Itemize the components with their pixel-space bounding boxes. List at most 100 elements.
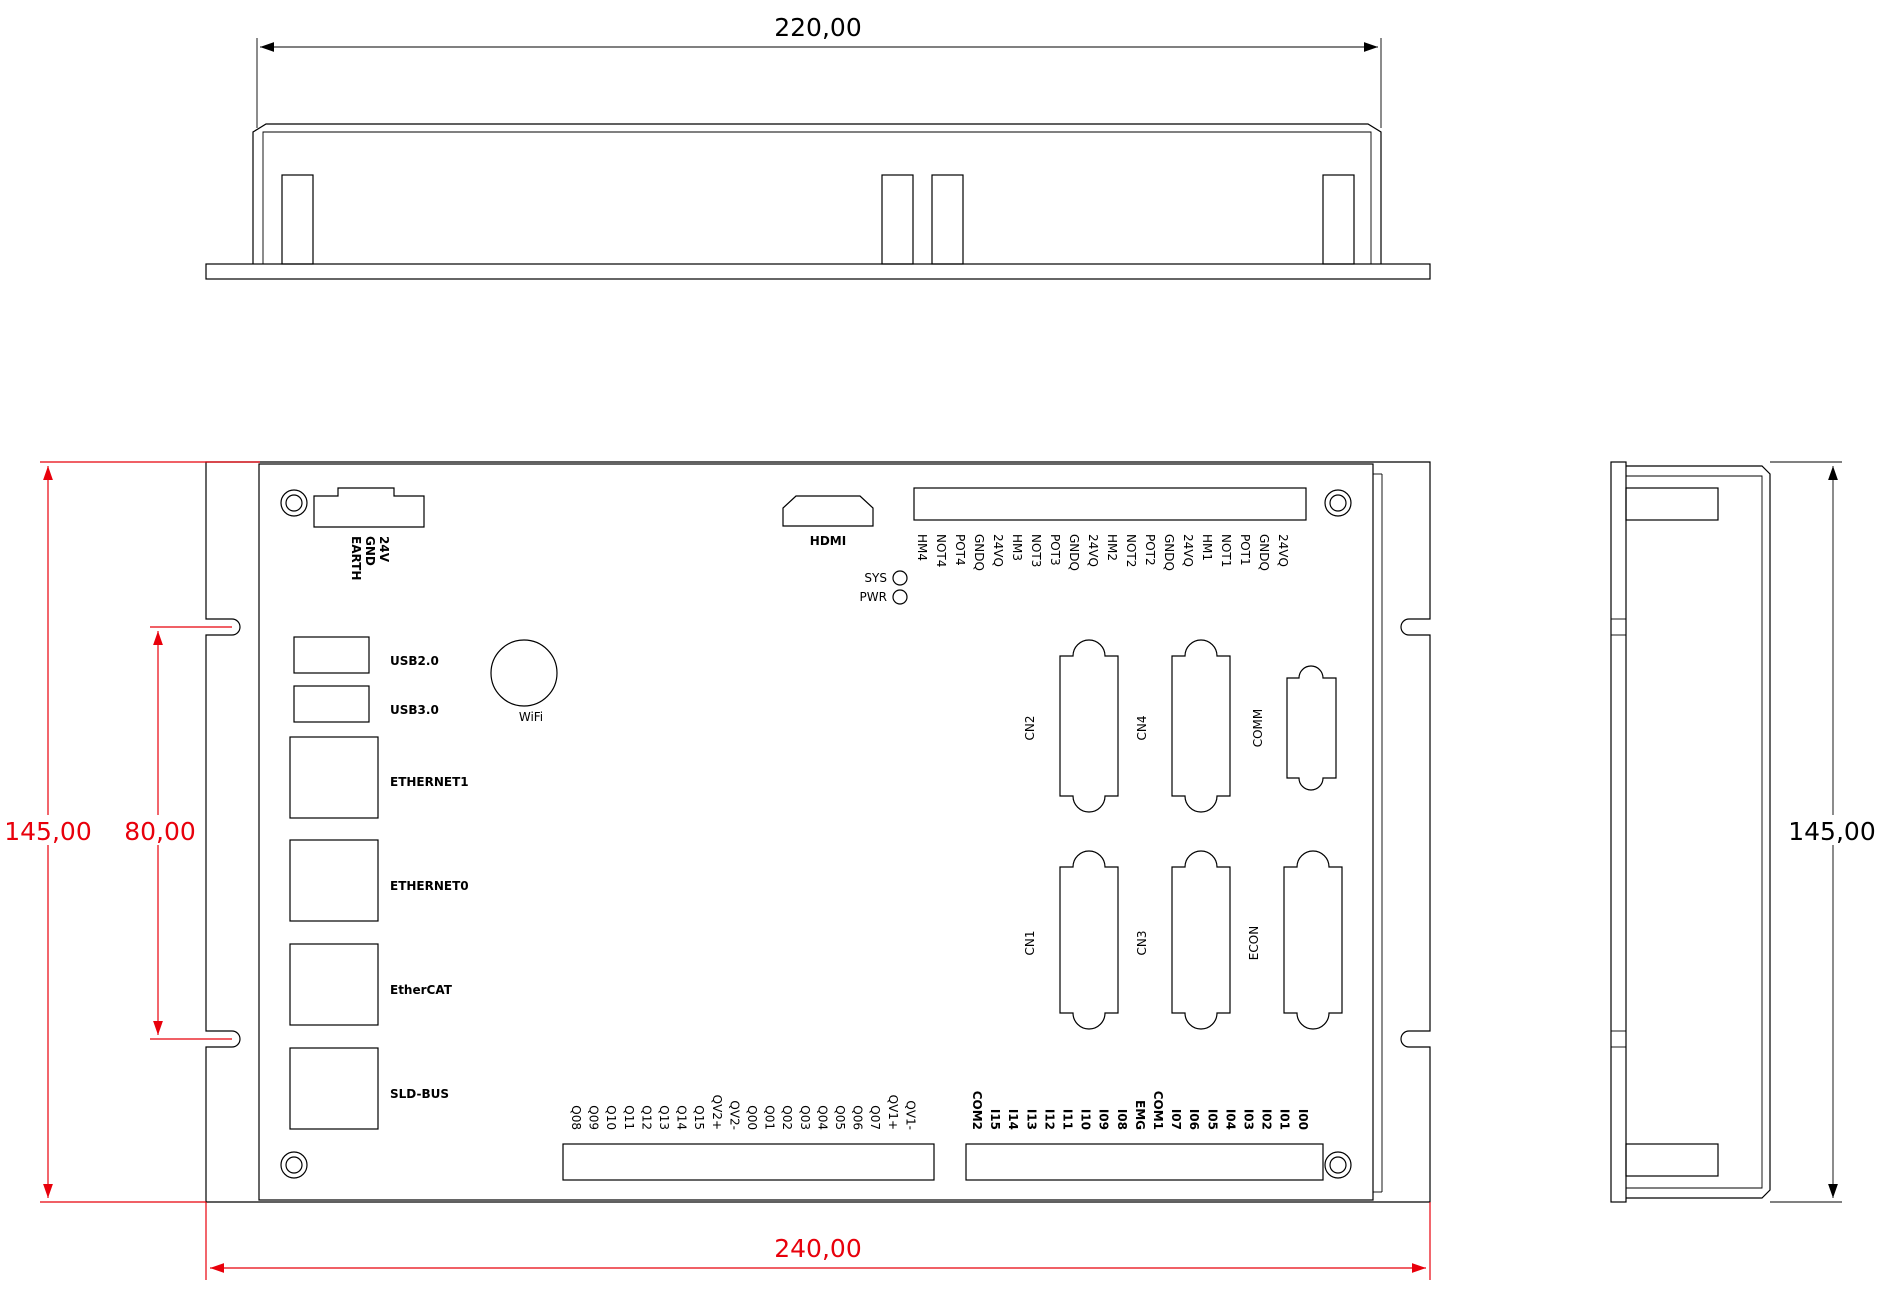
top-pin-label: NOT1 — [1219, 534, 1233, 567]
output-pin-label: Q09 — [587, 1105, 601, 1130]
side-housing — [1626, 465, 1771, 1199]
input-pin-label: I08 — [1115, 1109, 1129, 1130]
top-housing-outline — [252, 123, 1382, 264]
output-pin-label: Q08 — [569, 1105, 583, 1130]
side-mounting-plate — [1610, 461, 1627, 1203]
output-pin-label: Q11 — [622, 1105, 636, 1130]
ethernet1-port — [289, 736, 379, 819]
cn3-label: CN3 — [1135, 931, 1149, 956]
input-pin-label: I09 — [1097, 1109, 1111, 1130]
output-pin-label: QV1- — [903, 1100, 917, 1130]
power-connector — [313, 487, 425, 528]
ethernet1-label: ETHERNET1 — [390, 775, 469, 789]
top-pin-label: 24VQ — [991, 534, 1005, 567]
output-pin-label: Q07 — [868, 1105, 882, 1130]
output-pin-label: Q02 — [780, 1105, 794, 1130]
top-pin-label: HM3 — [1010, 534, 1024, 561]
output-terminal-block — [562, 1143, 935, 1181]
top-pin-label: NOT4 — [934, 534, 948, 567]
econ-label: ECON — [1247, 926, 1261, 960]
input-pin-label: COM2 — [970, 1091, 984, 1130]
screw — [1324, 1151, 1352, 1179]
ethercat-port — [289, 943, 379, 1026]
top-terminal-block — [913, 487, 1307, 521]
top-pin-label: HM2 — [1105, 534, 1119, 561]
usb2-label: USB2.0 — [390, 654, 439, 668]
output-pin-label: QV2+ — [710, 1095, 724, 1130]
comm-label: COMM — [1251, 709, 1265, 748]
input-pin-label: I00 — [1296, 1109, 1310, 1130]
cn4-label: CN4 — [1135, 716, 1149, 741]
hdmi-port — [782, 495, 874, 527]
top-pin-label: 24VQ — [1276, 534, 1290, 567]
side-view: 145,00 — [1610, 461, 1878, 1203]
wifi-label: WiFi — [519, 710, 543, 724]
input-pin-label: I15 — [988, 1109, 1002, 1130]
output-pin-label: Q12 — [639, 1105, 653, 1130]
power-gnd-label: GND — [363, 536, 377, 566]
cn2-connector — [1059, 639, 1119, 813]
input-pin-label: I12 — [1042, 1109, 1056, 1130]
side-standoff — [1625, 1143, 1719, 1177]
input-pin-label: I14 — [1006, 1109, 1020, 1130]
input-pin-label: EMG — [1133, 1100, 1147, 1130]
econ-connector — [1283, 850, 1343, 1030]
screw — [1324, 489, 1352, 517]
sldbus-port — [289, 1047, 379, 1130]
top-pin-label: GNDQ — [1257, 534, 1271, 571]
hdmi-label: HDMI — [810, 534, 846, 548]
input-pin-label: I01 — [1278, 1109, 1292, 1130]
ethernet0-port — [289, 839, 379, 922]
power-24v-label: 24V — [377, 536, 391, 563]
input-pin-label: I07 — [1169, 1109, 1183, 1130]
front-housing — [258, 463, 1374, 1201]
input-pin-label: I03 — [1242, 1109, 1256, 1130]
top-pin-label: NOT2 — [1124, 534, 1138, 567]
top-pin-label: POT4 — [953, 534, 967, 566]
output-pin-label: QV2- — [727, 1100, 741, 1130]
cn2-label: CN2 — [1023, 716, 1037, 741]
top-pin-label: GNDQ — [1067, 534, 1081, 571]
sys-label: SYS — [864, 571, 887, 585]
sldbus-label: SLD-BUS — [390, 1087, 449, 1101]
output-pin-label: Q03 — [798, 1105, 812, 1130]
width-dimension-label: 240,00 — [774, 1234, 861, 1263]
output-pin-label: Q06 — [851, 1105, 865, 1130]
pwr-led — [892, 589, 908, 605]
usb3-port — [293, 685, 370, 723]
comm-connector — [1286, 665, 1337, 791]
top-pin-label: POT1 — [1238, 534, 1252, 566]
output-pin-label: Q13 — [657, 1105, 671, 1130]
pwr-label: PWR — [860, 590, 887, 604]
input-pin-label: I02 — [1260, 1109, 1274, 1130]
output-pin-label: Q10 — [604, 1105, 618, 1130]
ethercat-label: EtherCAT — [390, 983, 453, 997]
top-pin-label: 24VQ — [1181, 534, 1195, 567]
output-pin-label: Q00 — [745, 1105, 759, 1130]
side-height-label: 145,00 — [1788, 817, 1875, 846]
top-pin-label: HM1 — [1200, 534, 1214, 561]
ethernet0-label: ETHERNET0 — [390, 879, 469, 893]
screw — [280, 489, 308, 517]
top-pin-label: HM4 — [915, 534, 929, 561]
wifi-antenna — [490, 639, 558, 707]
side-standoff — [1625, 487, 1719, 521]
input-pin-label: I05 — [1205, 1109, 1219, 1130]
usb3-label: USB3.0 — [390, 703, 439, 717]
usb2-port — [293, 636, 370, 674]
cn4-connector — [1171, 639, 1231, 813]
top-view: 220,00 — [205, 13, 1431, 280]
top-standoff — [1322, 174, 1355, 265]
input-pin-label: I04 — [1223, 1109, 1237, 1130]
input-pin-label: COM1 — [1151, 1091, 1165, 1130]
output-pin-label: Q14 — [675, 1105, 689, 1130]
top-standoff — [881, 174, 914, 265]
top-pin-label: POT3 — [1048, 534, 1062, 566]
top-pin-label: GNDQ — [972, 534, 986, 571]
top-mounting-plate — [205, 263, 1431, 280]
output-pin-label: Q01 — [763, 1105, 777, 1130]
